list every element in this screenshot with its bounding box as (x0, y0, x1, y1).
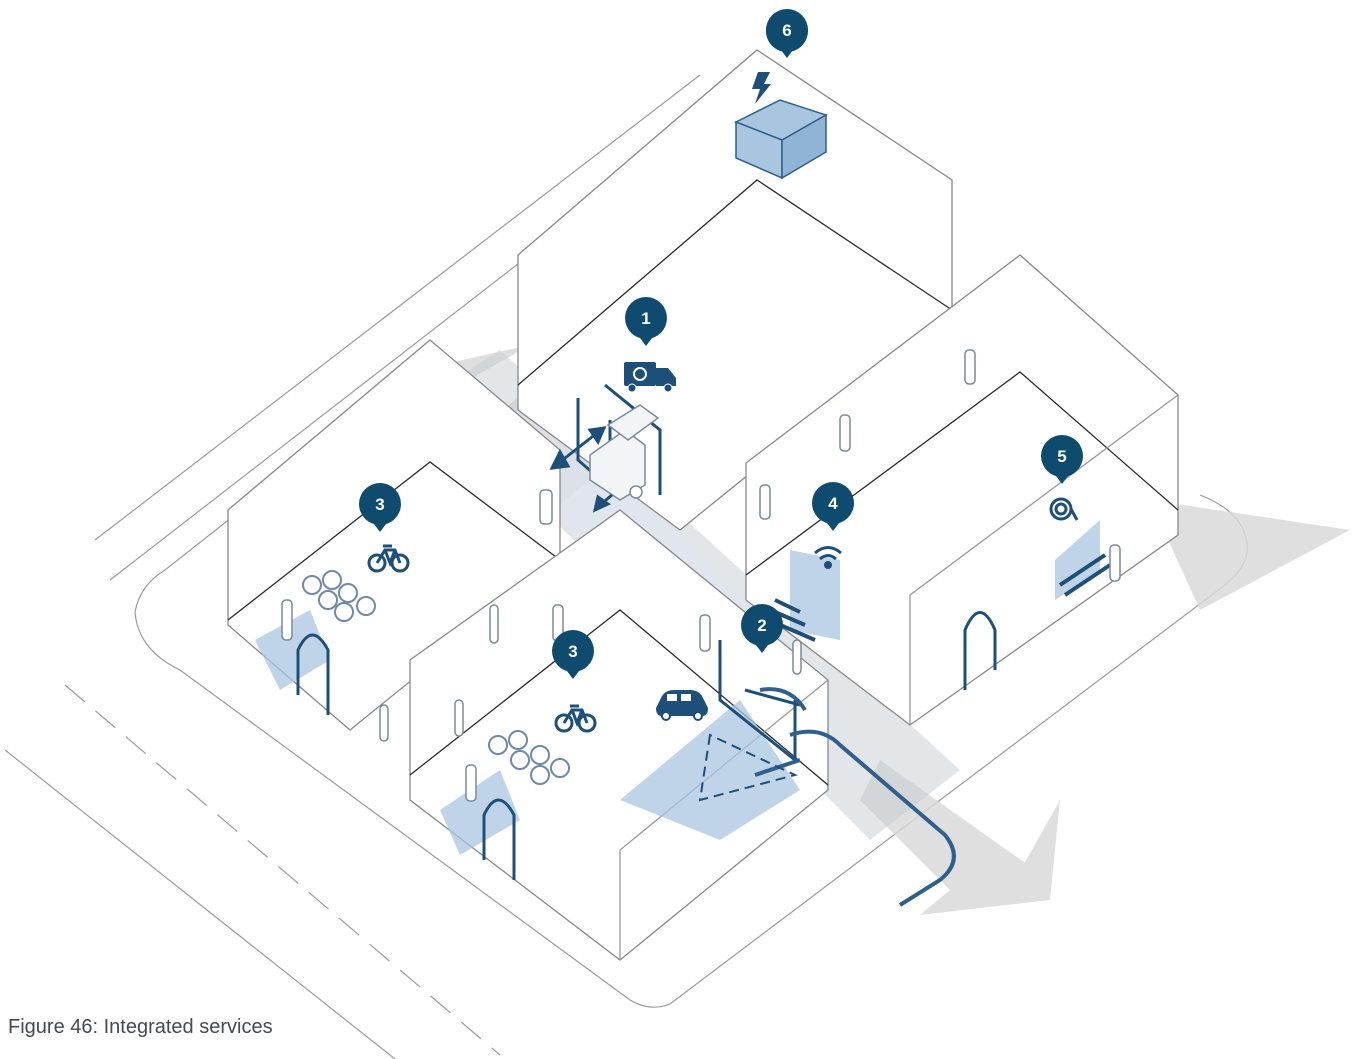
marker-5-label: 5 (1057, 447, 1066, 466)
figure-caption: Figure 46: Integrated services (8, 1016, 273, 1038)
hose-reel-icon (1049, 497, 1079, 521)
marker-3-left-label: 3 (375, 495, 384, 514)
recycling-truck-icon (624, 362, 676, 393)
marker-5: 5 (1041, 435, 1083, 484)
marker-1: 1 (625, 297, 667, 346)
buildings (227, 49, 1179, 961)
doors (296, 611, 997, 880)
road-dashed-line (64, 684, 501, 1056)
marker-4-label: 4 (828, 494, 838, 513)
waste-access-arrows (549, 426, 613, 513)
marker-6-label: 6 (782, 21, 791, 40)
stairs (774, 553, 1112, 642)
car-icon (656, 690, 708, 721)
marker-4: 4 (812, 482, 854, 531)
parking-dashed-outline (698, 733, 798, 802)
wifi-icon (814, 546, 842, 569)
people (281, 349, 1121, 802)
bike-rack-front (488, 730, 570, 785)
bicycle-icon (554, 704, 597, 733)
marker-2-label: 2 (757, 616, 766, 635)
substation-box (734, 99, 828, 180)
marker-1-label: 1 (641, 309, 650, 328)
waste-vehicle (589, 404, 660, 501)
marker-6: 6 (765, 9, 808, 58)
entry-planes (255, 520, 1100, 855)
lightning-icon (752, 72, 771, 104)
marker-3-left: 3 (359, 483, 401, 532)
bike-rack-left (302, 570, 376, 622)
marker-3-front-label: 3 (568, 642, 577, 661)
marker-2: 2 (741, 604, 783, 653)
bicycle-icon (367, 544, 410, 573)
marker-3-front: 3 (552, 630, 594, 679)
